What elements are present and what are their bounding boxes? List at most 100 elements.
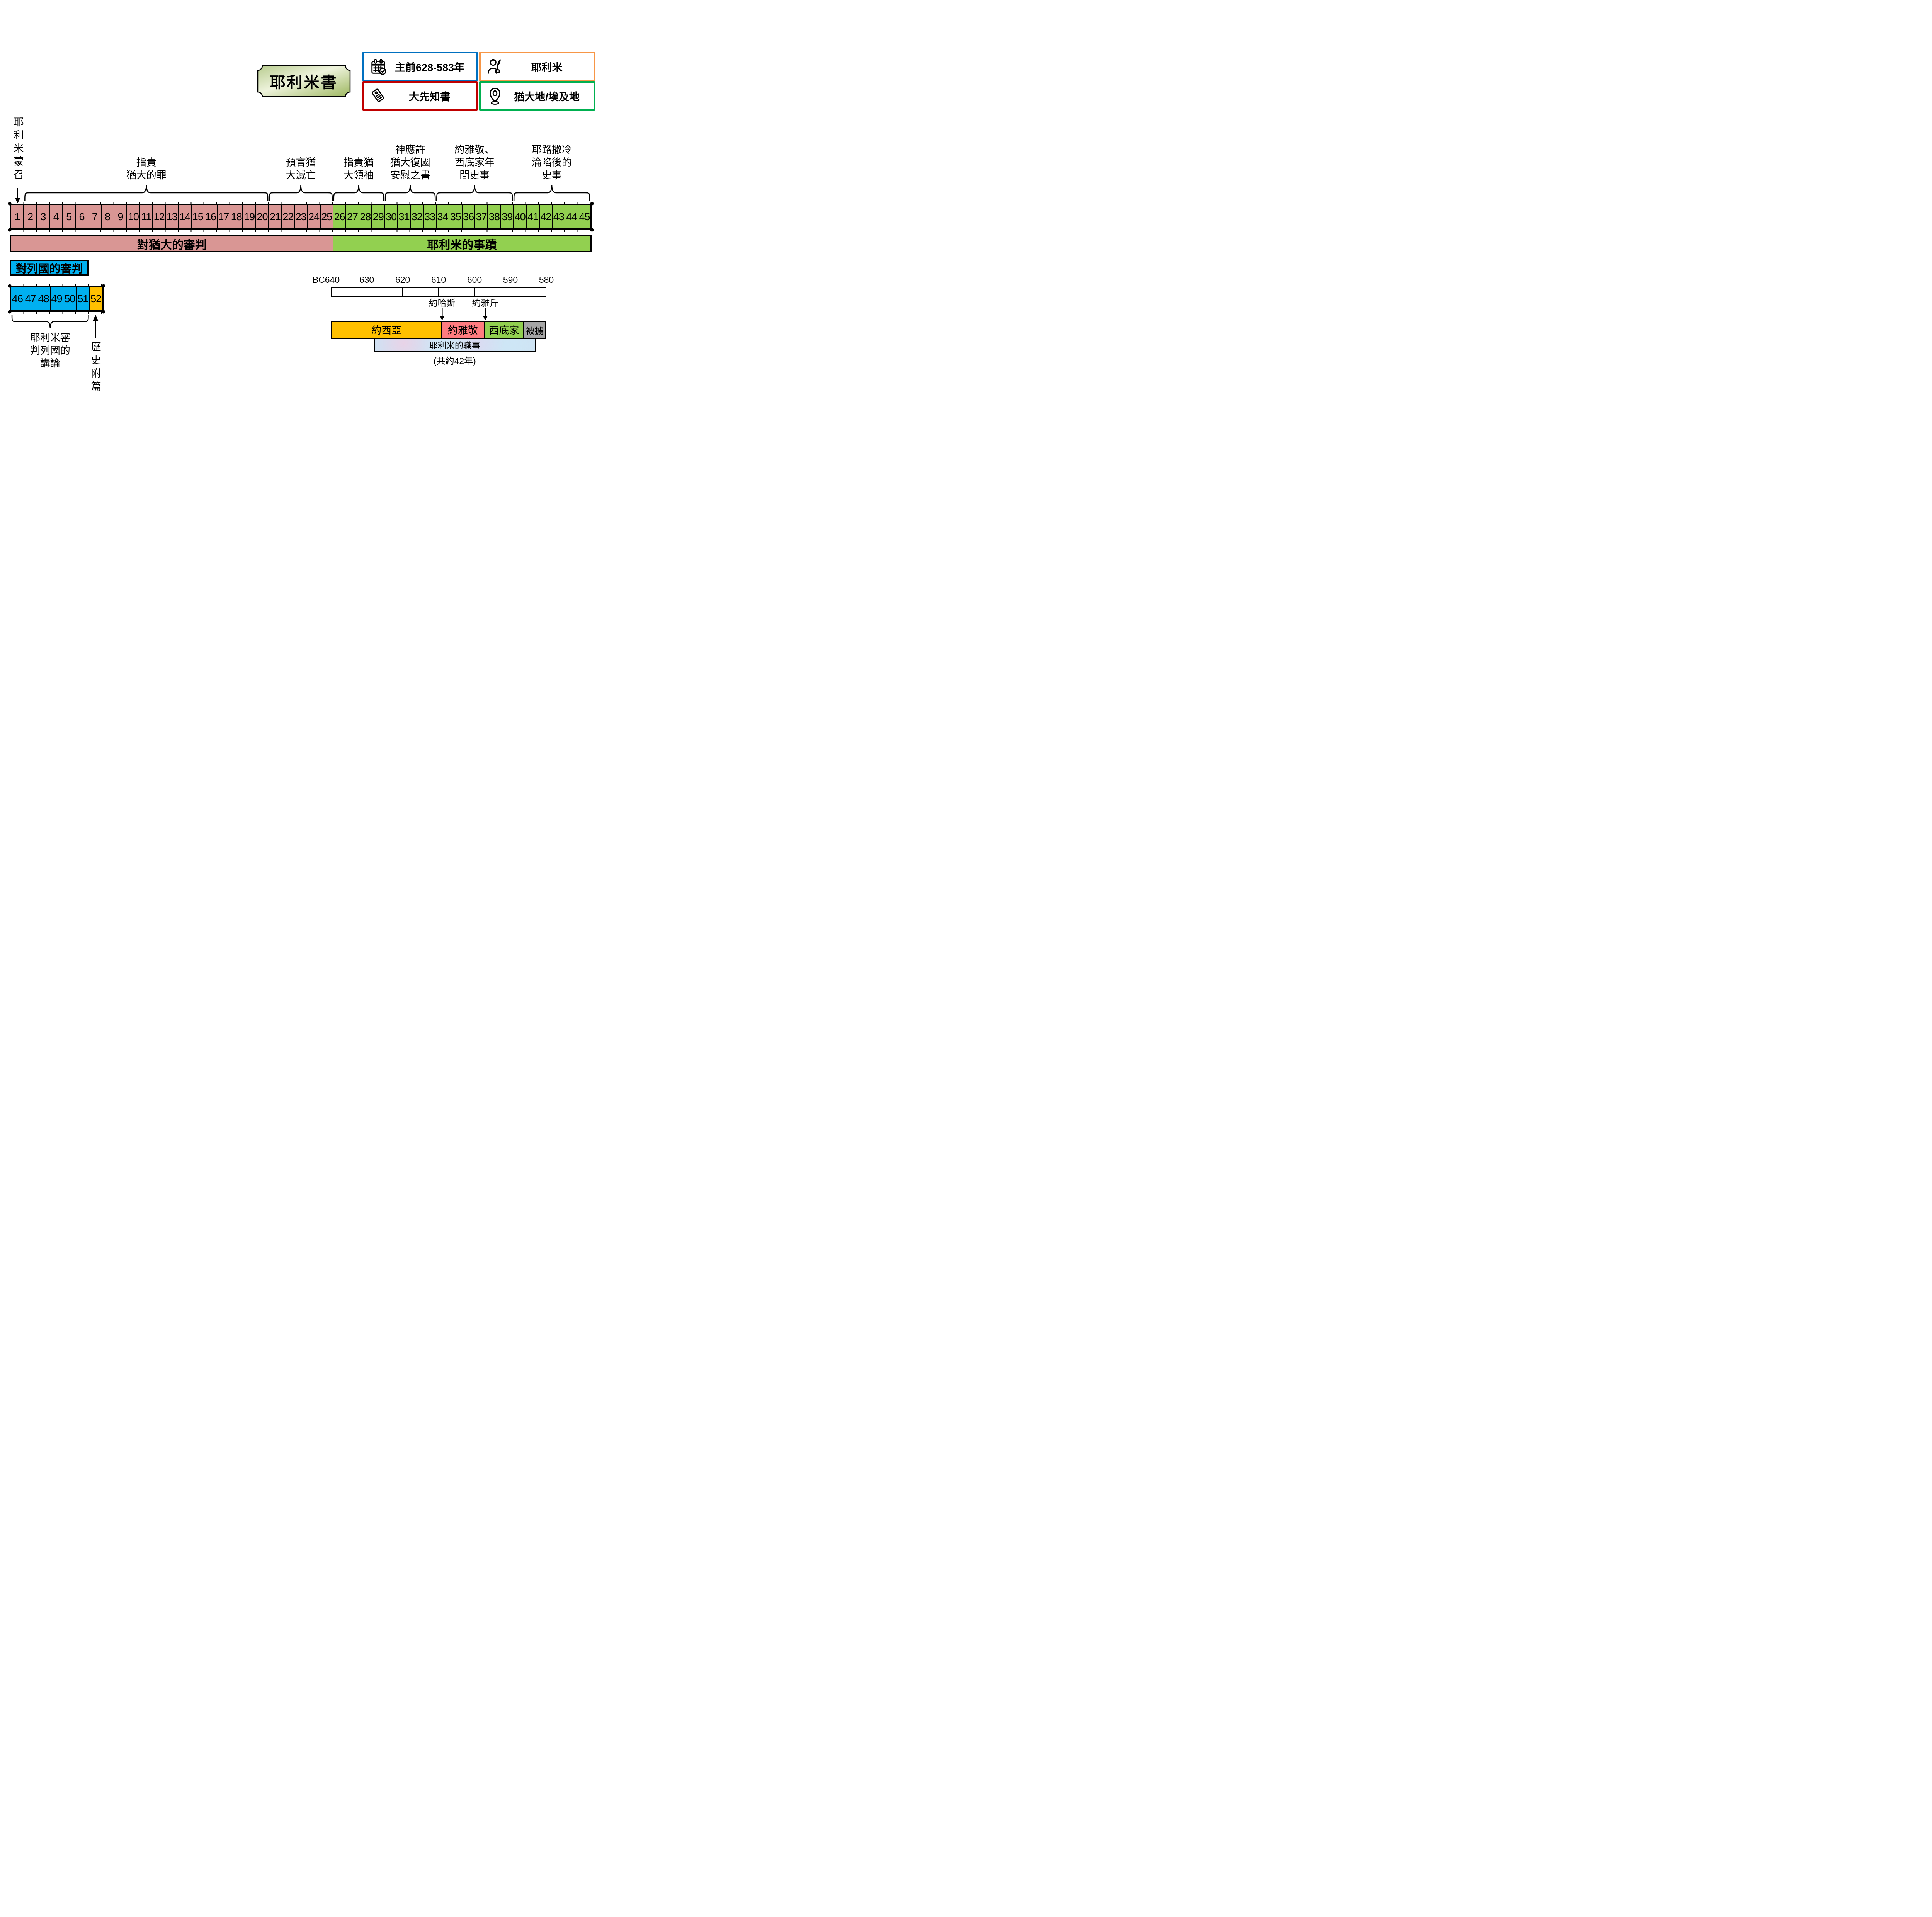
nations-discourse-label: 耶利米審 判列國的 講論 [30, 332, 70, 369]
judgment-on-judah-segment: 對猶大的審判 [11, 236, 333, 252]
page-title: 耶利米書 [270, 74, 338, 91]
location-box: 猶大地/埃及地 [479, 81, 595, 111]
chapter-cell: 28 [359, 205, 372, 228]
scale-segment [475, 288, 511, 296]
marker-arrow-head [483, 316, 488, 320]
timeline-tick-label: BC640 [312, 275, 340, 285]
section-brace [24, 184, 269, 201]
chapter-cell: 8 [101, 205, 114, 228]
section-label: 預言猶 大滅亡 [286, 156, 316, 181]
chapter-cell: 50 [63, 287, 77, 310]
section-brace [333, 184, 384, 201]
chapter-cell: 37 [475, 205, 488, 228]
timeline-tick-label: 610 [431, 275, 446, 285]
main-bar-top-ticks [11, 202, 590, 204]
main-bar-corner-dot [8, 202, 12, 206]
summary-row: 對猶大的審判 耶利米的事蹟 [10, 235, 592, 252]
ministry-duration-note: (共約42年) [433, 356, 476, 366]
chapter-cell: 22 [282, 205, 295, 228]
chapter-cell: 36 [462, 205, 475, 228]
chapter-cell: 45 [578, 205, 591, 228]
chapter-cell: 46 [11, 287, 24, 310]
chapter-cell: 52 [90, 287, 102, 310]
timeline-scale-bar [331, 287, 546, 297]
chapter-cell: 33 [423, 205, 437, 228]
section-label: 神應許 猶大復國 安慰之書 [390, 144, 430, 181]
category-label: 大先知書 [409, 91, 451, 103]
chapter-cell: 34 [436, 205, 450, 228]
date-box: 主前628-583年 [362, 52, 478, 81]
king-marker-label: 約雅斤 [472, 298, 499, 308]
chapter-cell: 5 [63, 205, 76, 228]
section-label: 指責 猶大的罪 [126, 156, 167, 181]
chapter-cell: 25 [320, 205, 333, 228]
chapter-cell: 43 [553, 205, 566, 228]
chapter-cell: 21 [269, 205, 282, 228]
tag-icon [369, 87, 387, 105]
chapter-cell: 1 [11, 205, 24, 228]
nations-brace [11, 314, 89, 329]
scale-segment [510, 288, 546, 296]
scale-segment [439, 288, 475, 296]
chapter-cell: 4 [50, 205, 63, 228]
chapter-cell: 13 [166, 205, 179, 228]
chapter-cell: 47 [24, 287, 37, 310]
chapter-cell: 17 [217, 205, 231, 228]
chapter-cell: 18 [230, 205, 243, 228]
book-title-plaque: 耶利米書 [257, 65, 351, 97]
calendar-icon [369, 58, 387, 75]
scale-segment [332, 288, 367, 296]
chapter-cell: 30 [385, 205, 398, 228]
jeremiah-overview-chart: 耶利米書 主前628-583年 [0, 0, 597, 422]
scale-segment [403, 288, 439, 296]
chapter-cell: 31 [398, 205, 411, 228]
location-pin-icon [486, 87, 504, 105]
chapter-cell: 39 [501, 205, 514, 228]
lower-bar-top-ticks [11, 284, 102, 286]
author-label: 耶利米 [531, 61, 563, 73]
king-segment: 約西亞 [332, 322, 442, 338]
main-bar-bottom-ticks [11, 230, 590, 232]
chapter-cell: 41 [527, 205, 540, 228]
timeline-tick-label: 620 [395, 275, 410, 285]
chapter-cell: 24 [308, 205, 321, 228]
main-bar-corner-dot [590, 228, 594, 232]
chapter-cell: 27 [346, 205, 359, 228]
ministry-bar: 耶利米的職事 [374, 339, 536, 352]
chapter-cell: 15 [192, 205, 205, 228]
section-brace [436, 184, 513, 201]
category-box: 大先知書 [362, 81, 478, 111]
chapter-cell: 7 [88, 205, 102, 228]
section-label: 耶路撒冷 淪陷後的 史事 [532, 144, 572, 181]
chapter-cell: 9 [114, 205, 128, 228]
chapter-cell: 44 [565, 205, 578, 228]
chapter-cell: 19 [243, 205, 256, 228]
chapter-cell: 23 [294, 205, 308, 228]
chapter-cell: 38 [488, 205, 501, 228]
chapter-cell: 26 [333, 205, 347, 228]
chapter-cell: 10 [127, 205, 140, 228]
author-icon [486, 58, 504, 75]
deeds-of-jeremiah-segment: 耶利米的事蹟 [333, 236, 590, 252]
nations-judgment-title: 對列國的審判 [10, 260, 89, 276]
section-brace [269, 184, 333, 201]
marker-arrow-head [439, 316, 445, 320]
section-brace [384, 184, 436, 201]
scale-segment [367, 288, 403, 296]
chapter-cell: 42 [539, 205, 553, 228]
chapter-cell: 51 [77, 287, 90, 310]
chapter-cell: 12 [153, 205, 166, 228]
king-segment: 約雅敬 [442, 322, 485, 338]
lower-bar-corner-dot [102, 310, 105, 314]
timeline-tick-label: 590 [503, 275, 518, 285]
lower-bar-bottom-ticks [11, 312, 102, 314]
main-bar-corner-dot [8, 228, 12, 232]
king-reigns-bar: 約西亞約雅敬西底家被擄 [331, 321, 546, 339]
chapter-cell: 32 [411, 205, 424, 228]
chapter-cell: 3 [37, 205, 50, 228]
author-box: 耶利米 [479, 52, 595, 81]
timeline-tick-label: 580 [539, 275, 554, 285]
king-segment: 被擄 [524, 322, 545, 338]
lower-bar-corner-dot [102, 284, 105, 288]
